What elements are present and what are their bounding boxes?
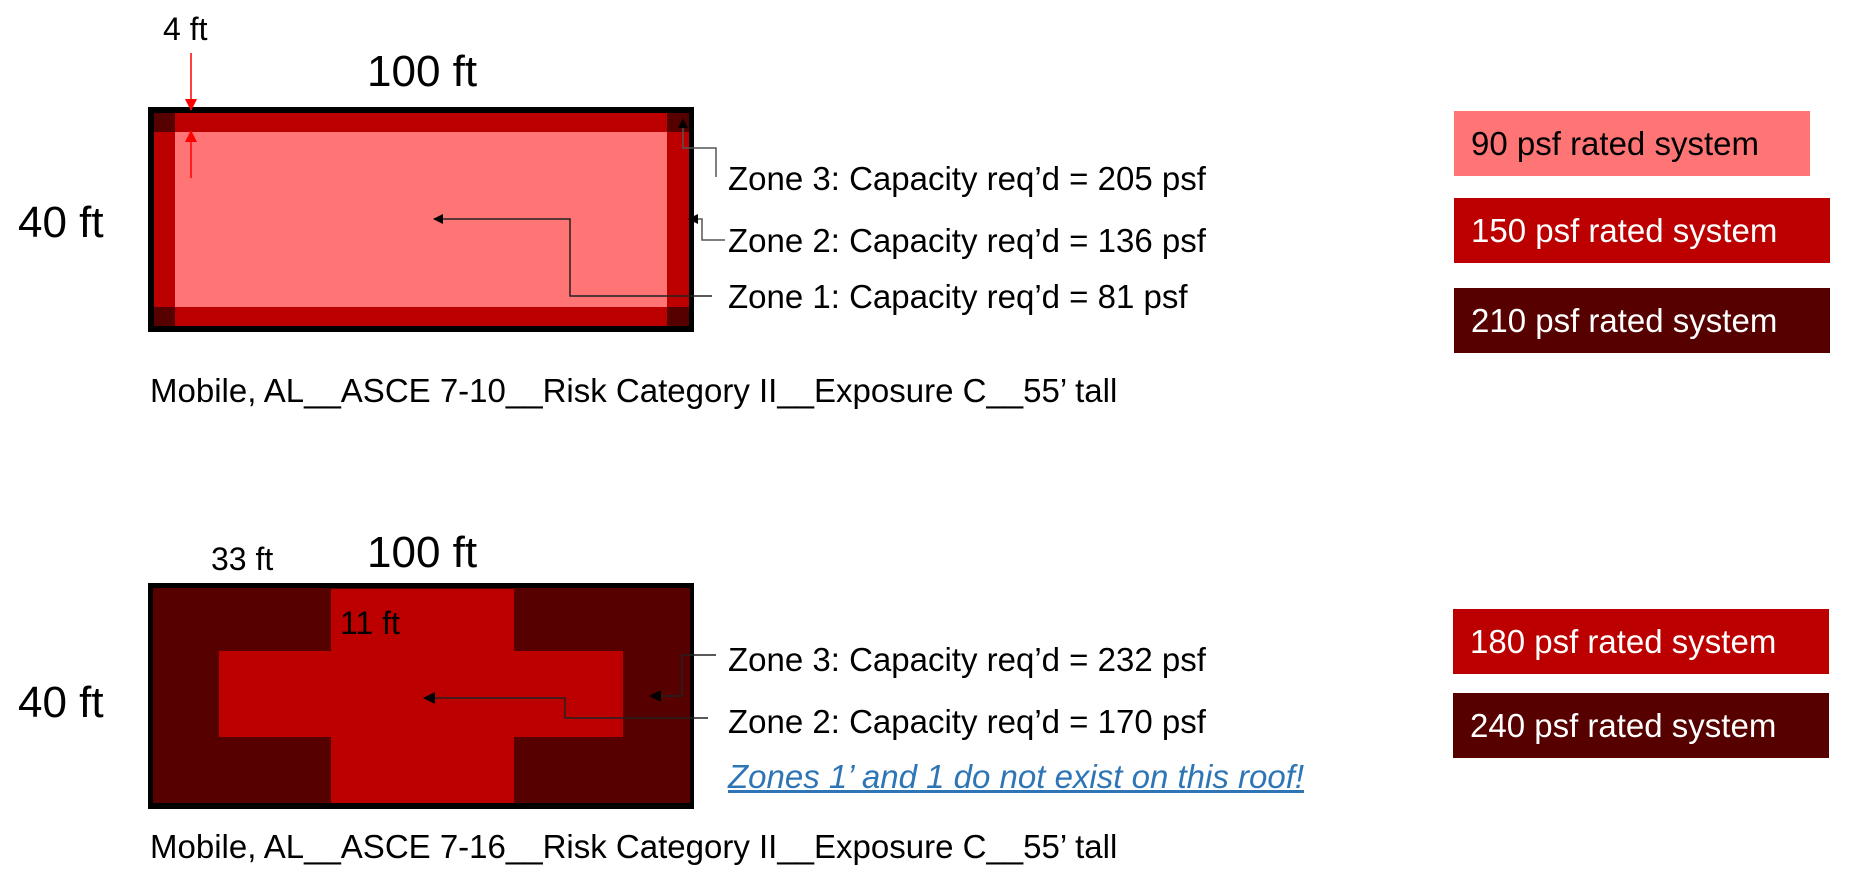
- leader-line-zone1: [433, 214, 712, 297]
- zone2-cross-horizontal: [219, 651, 623, 737]
- site-caption-asce-7-10: Mobile, AL__ASCE 7-10__Risk Category II_…: [150, 372, 1118, 409]
- roof-height-label: 40 ft: [18, 678, 104, 727]
- zone2-capacity-label: Zone 2: Capacity req’d = 170 psf: [728, 703, 1206, 740]
- legend-label: 210 psf rated system: [1471, 301, 1778, 339]
- edge-zone-dimension-label: 4 ft: [163, 11, 208, 47]
- legend-label: 150 psf rated system: [1471, 211, 1778, 249]
- legend-label: 90 psf rated system: [1471, 124, 1759, 162]
- zone3-capacity-label: Zone 3: Capacity req’d = 205 psf: [728, 160, 1206, 197]
- leader-line-zone2: [423, 692, 708, 719]
- zone2-capacity-label: Zone 2: Capacity req’d = 136 psf: [728, 222, 1206, 259]
- zones-not-exist-note: Zones 1’ and 1 do not exist on this roof…: [728, 758, 1305, 795]
- legend-item-150-psf: 150 psf rated system: [1454, 198, 1830, 263]
- legend-item-210-psf: 210 psf rated system: [1454, 288, 1830, 353]
- zone1-field: [175, 132, 667, 307]
- roof-height-label: 40 ft: [18, 198, 104, 247]
- zone3-corner: [154, 113, 175, 132]
- legend-label: 240 psf rated system: [1470, 706, 1777, 744]
- leader-line-zone2: [688, 214, 725, 241]
- roof-width-label: 100 ft: [367, 528, 478, 577]
- zone3-capacity-label: Zone 3: Capacity req’d = 232 psf: [728, 641, 1206, 678]
- leader-line-zone3: [649, 654, 716, 702]
- legend-item-180-psf: 180 psf rated system: [1453, 609, 1829, 674]
- corner-zone-dimension-label: 33 ft: [211, 541, 274, 577]
- legend-item-90-psf: 90 psf rated system: [1454, 111, 1810, 176]
- inner-zone-dimension-label: 11 ft: [340, 605, 400, 641]
- site-caption-asce-7-16: Mobile, AL__ASCE 7-16__Risk Category II_…: [150, 828, 1118, 865]
- zone1-capacity-label: Zone 1: Capacity req’d = 81 psf: [728, 278, 1188, 315]
- zone3-corner: [667, 307, 689, 326]
- roof-width-label: 100 ft: [367, 47, 478, 96]
- legend-label: 180 psf rated system: [1470, 622, 1777, 660]
- zone3-corner: [154, 307, 175, 326]
- leader-line-zone3: [678, 118, 717, 177]
- legend-item-240-psf: 240 psf rated system: [1453, 693, 1829, 758]
